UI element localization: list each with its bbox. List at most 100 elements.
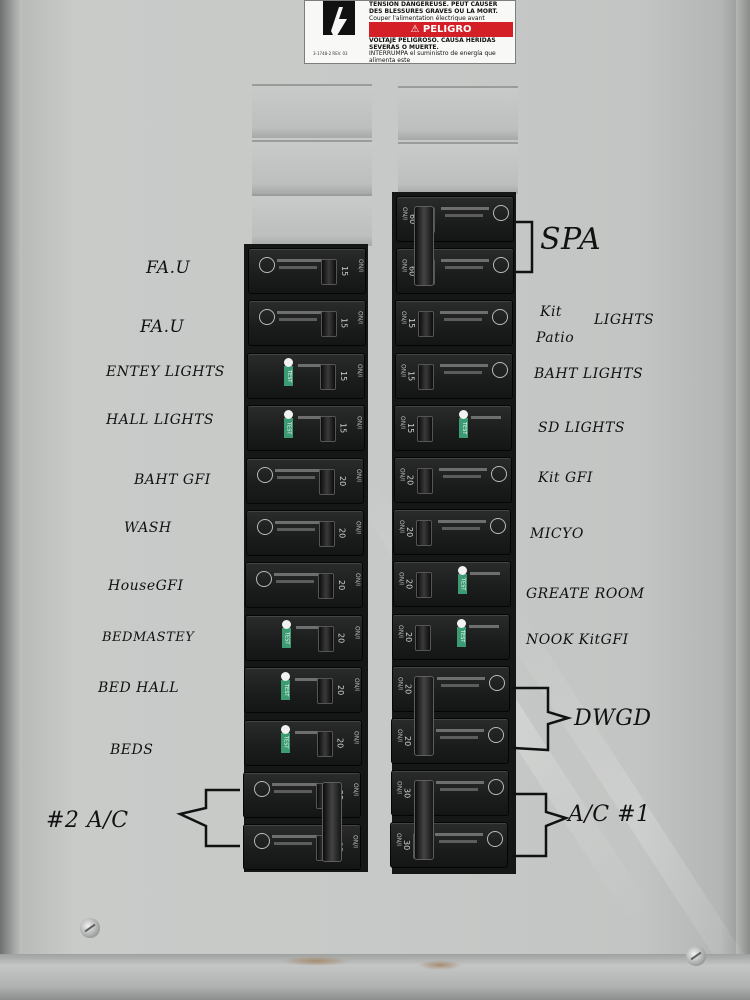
label-print [276,528,315,531]
test-button[interactable] [459,409,468,419]
breaker-toggle[interactable] [318,521,335,547]
double-pole-handle[interactable] [414,780,434,861]
panel-left-edge [0,0,22,1000]
test-button[interactable] [284,357,293,367]
on-off-marking: ON/I [356,363,363,377]
breaker-rating: 15 [338,423,348,434]
circuit-label: BEDS [110,742,154,758]
double-pole-handle[interactable] [414,206,434,287]
ul-logo-icon [259,257,275,273]
double-pole-handle[interactable] [322,782,342,863]
ul-logo-icon [256,571,272,588]
ul-logo-icon [492,257,509,274]
breaker-rating: 20 [338,475,347,486]
label-print [439,840,477,844]
breaker-toggle[interactable] [317,678,333,705]
breaker-toggle[interactable] [416,520,432,547]
on-off-marking: ON/I [397,572,405,586]
breaker-rating: 15 [406,422,415,433]
gfci-test-label: TEST [457,626,466,647]
circuit-label: DWGD [574,706,652,731]
breaker-toggle[interactable] [415,624,431,651]
ul-logo-icon [487,779,504,796]
breaker-rating: 20 [404,631,413,642]
breaker-toggle[interactable] [417,363,434,390]
breaker-toggle[interactable] [416,468,433,494]
breaker-toggle[interactable] [415,572,432,599]
breaker-toggle[interactable] [317,625,334,652]
on-off-marking: ON/I [354,521,362,535]
label-print [438,468,487,471]
blank-filler-plate [252,140,372,194]
gfci-test-label: TEST [284,365,293,386]
breaker-toggle[interactable] [321,259,337,285]
warning-spanish-text: VOLTAJE PELIGROSO. CAUSA HERIDAS SEVERAS… [369,37,496,64]
label-print [440,311,488,315]
circuit-label: A/C #1 [568,802,651,827]
breaker-toggle[interactable] [319,468,335,495]
gfci-test-label: TEST [280,732,290,753]
test-button[interactable] [457,566,467,576]
screw-icon [80,918,100,938]
test-button[interactable] [280,724,290,734]
left-breaker-opening [244,244,368,872]
label-print [278,318,317,322]
brand-print [469,572,500,576]
circuit-breaker-left-11[interactable]: 25ON/I [243,772,361,818]
breaker-rating: 15 [339,370,348,381]
label-print [272,783,320,786]
breaker-rating: 20 [403,735,412,747]
gfci-test-label: TEST [281,680,290,701]
breaker-toggle[interactable] [318,573,334,600]
test-button[interactable] [281,619,291,629]
label-print [435,781,484,785]
breaker-toggle[interactable] [320,311,337,338]
circuit-breaker-left-12[interactable]: 25ON/I [242,824,361,871]
circuit-label: Kit GFI [538,470,593,486]
breaker-toggle[interactable] [319,416,336,443]
test-button[interactable] [457,618,466,628]
circuit-label: BEDMASTEY [102,630,195,645]
gfci-test-label: TEST [457,574,467,595]
on-off-marking: ON/I [398,520,405,534]
circuit-label: NOOK KitGFI [526,632,629,648]
circuit-breaker-left-3[interactable]: TEST 15 ON/I [247,352,365,399]
warning-label: TENSION DANGEREUSE. PEUT CAUSER DES BLES… [304,0,516,64]
breaker-rating: 20 [336,632,346,643]
test-button[interactable] [281,672,290,682]
double-pole-handle[interactable] [414,675,434,756]
screw-icon [686,946,706,966]
gfci-test-label: TEST [281,627,291,648]
label-print [274,521,323,524]
brand-print [297,416,328,420]
breaker-toggle[interactable] [417,415,433,442]
test-button[interactable] [283,410,293,420]
label-print [442,527,480,531]
breaker-rating: 30 [402,840,411,851]
brand-print [295,678,325,682]
breaker-toggle[interactable] [320,363,336,390]
breaker-toggle[interactable] [418,311,434,338]
breaker-toggle[interactable] [316,730,333,757]
